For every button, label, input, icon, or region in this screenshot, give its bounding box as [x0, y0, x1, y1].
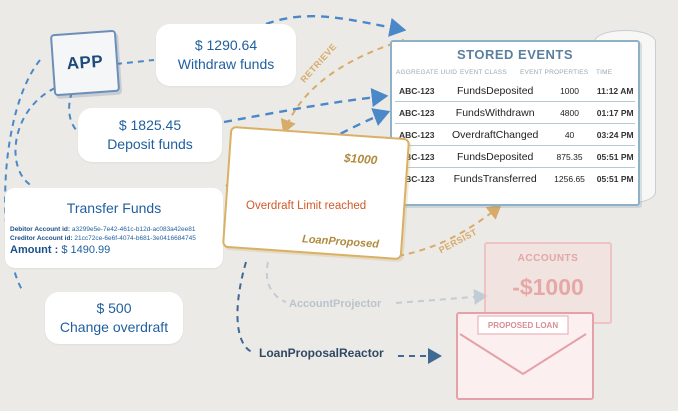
- flow-app-overdraft: [4, 59, 41, 291]
- row-props: 1256.65: [554, 173, 585, 184]
- accounts-title: ACCOUNTS: [517, 253, 579, 264]
- table-row: ABC-123 FundsTransferred 1256.65 05:51 P…: [395, 167, 635, 189]
- flow-projector: [265, 261, 287, 303]
- flow-deposit-store: [223, 87, 389, 124]
- row-event: FundsWithdrawn: [455, 106, 535, 119]
- col-event-class: EVENT CLASS: [460, 69, 507, 76]
- stored-events-rows: ABC-123 FundsDeposited 1000 11:12 AM ABC…: [392, 80, 638, 189]
- deposit-label: Deposit funds: [107, 136, 193, 152]
- row-event: FundsDeposited: [456, 150, 534, 163]
- flow-reactor: [236, 261, 253, 353]
- transfer-amount-line: Amount : $ 1490.99: [10, 244, 223, 256]
- flow-projector-accounts: [395, 288, 488, 305]
- flow-app-transfer: [14, 87, 56, 187]
- stored-events-table: STORED EVENTS AGGREGATE UUID EVENT CLASS…: [390, 40, 640, 206]
- debitor-label: Debitor Account id:: [10, 226, 71, 233]
- account-projector-label: AccountProjector: [289, 298, 382, 310]
- transfer-amount-value: $ 1490.99: [61, 244, 111, 256]
- deposit-amount: $ 1825.45: [118, 117, 182, 133]
- creditor-line: Creditor Account id: 21cc72ce-6e6f-4074-…: [10, 234, 223, 243]
- overdraft-amount: $ 500: [96, 300, 132, 316]
- accounts-projection: ACCOUNTS -$1000: [484, 242, 612, 324]
- loan-message: Overdraft Limit reached: [246, 200, 367, 212]
- table-row: ABC-123 OverdraftChanged 40 03:24 PM: [395, 123, 635, 145]
- creditor-label: Creditor Account id:: [10, 235, 73, 242]
- col-aggregate-uuid: AGGREGATE UUID: [396, 69, 458, 76]
- row-time: 03:24 PM: [596, 129, 634, 140]
- row-uuid: ABC-123: [399, 85, 435, 96]
- row-time: 11:12 AM: [596, 85, 634, 96]
- stored-events-title: STORED EVENTS: [456, 47, 574, 62]
- row-props: 4800: [560, 107, 579, 118]
- flow-withdraw-store: [265, 15, 407, 37]
- transfer-command-card: Transfer Funds Debitor Account id: a3299…: [5, 188, 223, 268]
- col-time: TIME: [596, 69, 613, 76]
- withdraw-label: Withdraw funds: [177, 56, 275, 72]
- loan-proposal-reactor-label: LoanProposalReactor: [259, 346, 384, 360]
- app-box: APP: [49, 29, 121, 97]
- withdraw-command-card: $ 1290.64 Withdraw funds: [156, 24, 296, 86]
- row-uuid: ABC-123: [399, 151, 435, 162]
- row-time: 05:51 PM: [596, 173, 634, 184]
- table-row: ABC-123 FundsWithdrawn 4800 01:17 PM: [395, 101, 635, 123]
- accounts-value: -$1000: [512, 274, 584, 300]
- row-uuid: ABC-123: [399, 107, 435, 118]
- row-event: FundsDeposited: [456, 84, 534, 97]
- row-props: 875.35: [556, 151, 583, 162]
- flow-app-deposit: [68, 91, 79, 133]
- debitor-value: a3299e5e-7e42-461c-b12d-ac083a42ee81: [71, 226, 196, 233]
- table-row: ABC-123 FundsDeposited 1000 11:12 AM: [395, 80, 635, 101]
- debitor-line: Debitor Account id: a3299e5e-7e42-461c-b…: [10, 225, 223, 234]
- row-event: OverdraftChanged: [451, 128, 539, 141]
- col-event-properties: EVENT PROPERTIES: [520, 69, 589, 76]
- row-uuid: ABC-123: [399, 129, 435, 140]
- overdraft-label: Change overdraft: [59, 319, 169, 335]
- deposit-command-card: $ 1825.45 Deposit funds: [78, 108, 222, 162]
- row-uuid: ABC-123: [399, 173, 435, 184]
- transfer-title: Transfer Funds: [66, 200, 162, 216]
- flow-persist: [397, 204, 502, 257]
- app-label: APP: [66, 51, 104, 74]
- flow-retrieve: [280, 39, 405, 134]
- stored-events-header: AGGREGATE UUID EVENT CLASS EVENT PROPERT…: [392, 69, 638, 76]
- proposed-loan-label: PROPOSED LOAN: [487, 321, 559, 330]
- proposed-loan-envelope: [456, 312, 594, 400]
- flow-app-withdraw: [115, 59, 155, 65]
- row-time: 05:51 PM: [596, 151, 634, 162]
- creditor-value: 21cc72ce-6e6f-4074-b681-3e0416684745: [74, 235, 196, 242]
- table-row: ABC-123 FundsDeposited 875.35 05:51 PM: [395, 145, 635, 167]
- overdraft-command-card: $ 500 Change overdraft: [45, 292, 183, 344]
- withdraw-amount: $ 1290.64: [194, 37, 258, 53]
- row-time: 01:17 PM: [596, 107, 634, 118]
- row-props: 1000: [560, 85, 579, 96]
- row-event: FundsTransferred: [453, 172, 537, 185]
- row-props: 40: [564, 129, 575, 140]
- loan-amount: $1000: [343, 150, 378, 168]
- transfer-amount-label: Amount :: [10, 244, 59, 256]
- envelope-icon: [459, 315, 587, 376]
